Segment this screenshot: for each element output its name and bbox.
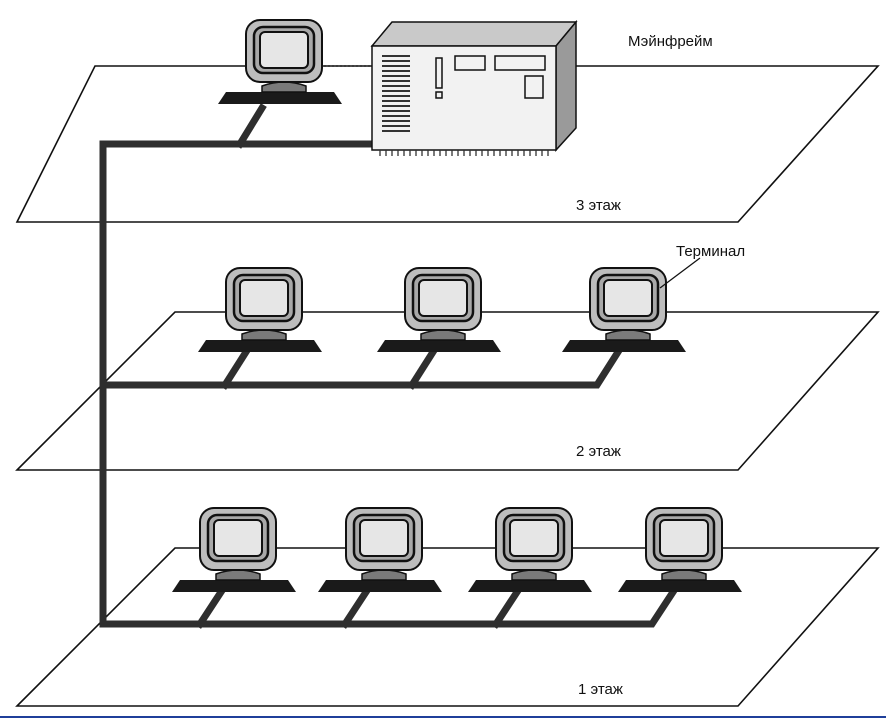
floor1-bus: [103, 592, 673, 624]
floor-label-1: 1 этаж: [578, 681, 623, 698]
floor1-drop-c: [496, 592, 517, 624]
floor-label-3: 3 этаж: [576, 197, 621, 214]
mainframe-icon: [320, 22, 576, 156]
floor3-drop: [240, 108, 262, 144]
terminal-icon-floor1-1: [172, 508, 296, 592]
terminal-icon-floor2-3: [562, 268, 686, 352]
floor2-drop-a: [225, 352, 246, 385]
floor2-drop-b: [412, 352, 433, 385]
terminal-icon-floor1-2: [318, 508, 442, 592]
terminal-label: Терминал: [676, 243, 745, 260]
terminal-icon-floor1-3: [468, 508, 592, 592]
terminal-icon-floor2-1: [198, 268, 322, 352]
terminal-callout-line: [660, 258, 700, 288]
floor-label-2: 2 этаж: [576, 443, 621, 460]
terminal-icon-floor3-1: [218, 20, 342, 104]
terminal-icon-floor1-4: [618, 508, 742, 592]
mainframe-label: Мэйнфрейм: [628, 33, 713, 50]
floor2-bus: [103, 352, 618, 385]
floor1-drop-b: [345, 592, 366, 624]
floor1-drop-a: [200, 592, 221, 624]
terminal-icon-floor2-2: [377, 268, 501, 352]
